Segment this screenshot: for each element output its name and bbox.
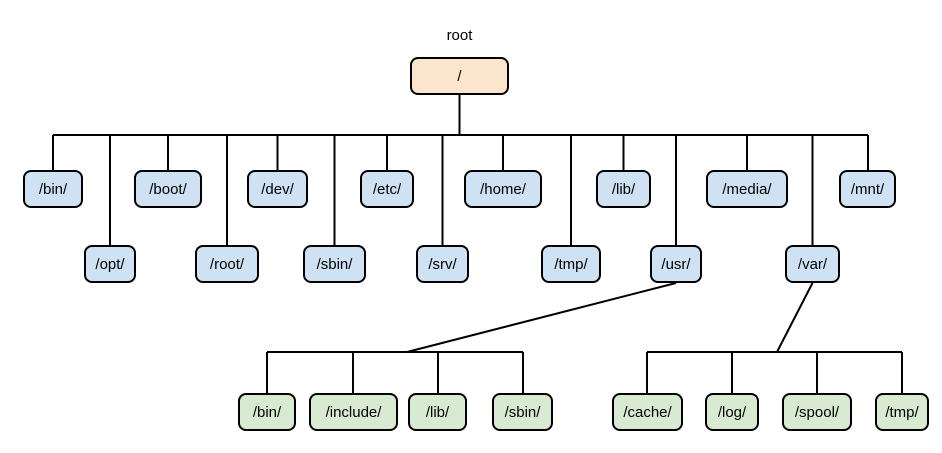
node-opt: /opt/ — [84, 245, 136, 283]
node-var-log: /log/ — [705, 393, 759, 431]
node-root-dir: /root/ — [195, 245, 259, 283]
node-var-spool: /spool/ — [782, 393, 852, 431]
node-bin: /bin/ — [23, 170, 83, 208]
node-usr-sbin: /sbin/ — [492, 393, 553, 431]
node-usr: /usr/ — [650, 245, 702, 283]
node-tmp: /tmp/ — [541, 245, 601, 283]
node-home: /home/ — [464, 170, 542, 208]
node-var-tmp: /tmp/ — [875, 393, 929, 431]
node-media: /media/ — [706, 170, 788, 208]
node-var-cache: /cache/ — [612, 393, 683, 431]
node-dev: /dev/ — [247, 170, 308, 208]
node-var: /var/ — [785, 245, 840, 283]
node-etc: /etc/ — [360, 170, 414, 208]
node-lib: /lib/ — [596, 170, 651, 208]
node-sbin: /sbin/ — [303, 245, 366, 283]
node-usr-lib: /lib/ — [408, 393, 467, 431]
node-usr-include: /include/ — [309, 393, 398, 431]
node-usr-bin: /bin/ — [238, 393, 296, 431]
tree-edge — [776, 282, 814, 353]
node-srv: /srv/ — [416, 245, 469, 283]
tree-edge — [406, 282, 677, 353]
node-boot: /boot/ — [134, 170, 202, 208]
node-root: / — [410, 57, 509, 95]
node-mnt: /mnt/ — [839, 170, 896, 208]
root-caption: root — [446, 27, 473, 44]
